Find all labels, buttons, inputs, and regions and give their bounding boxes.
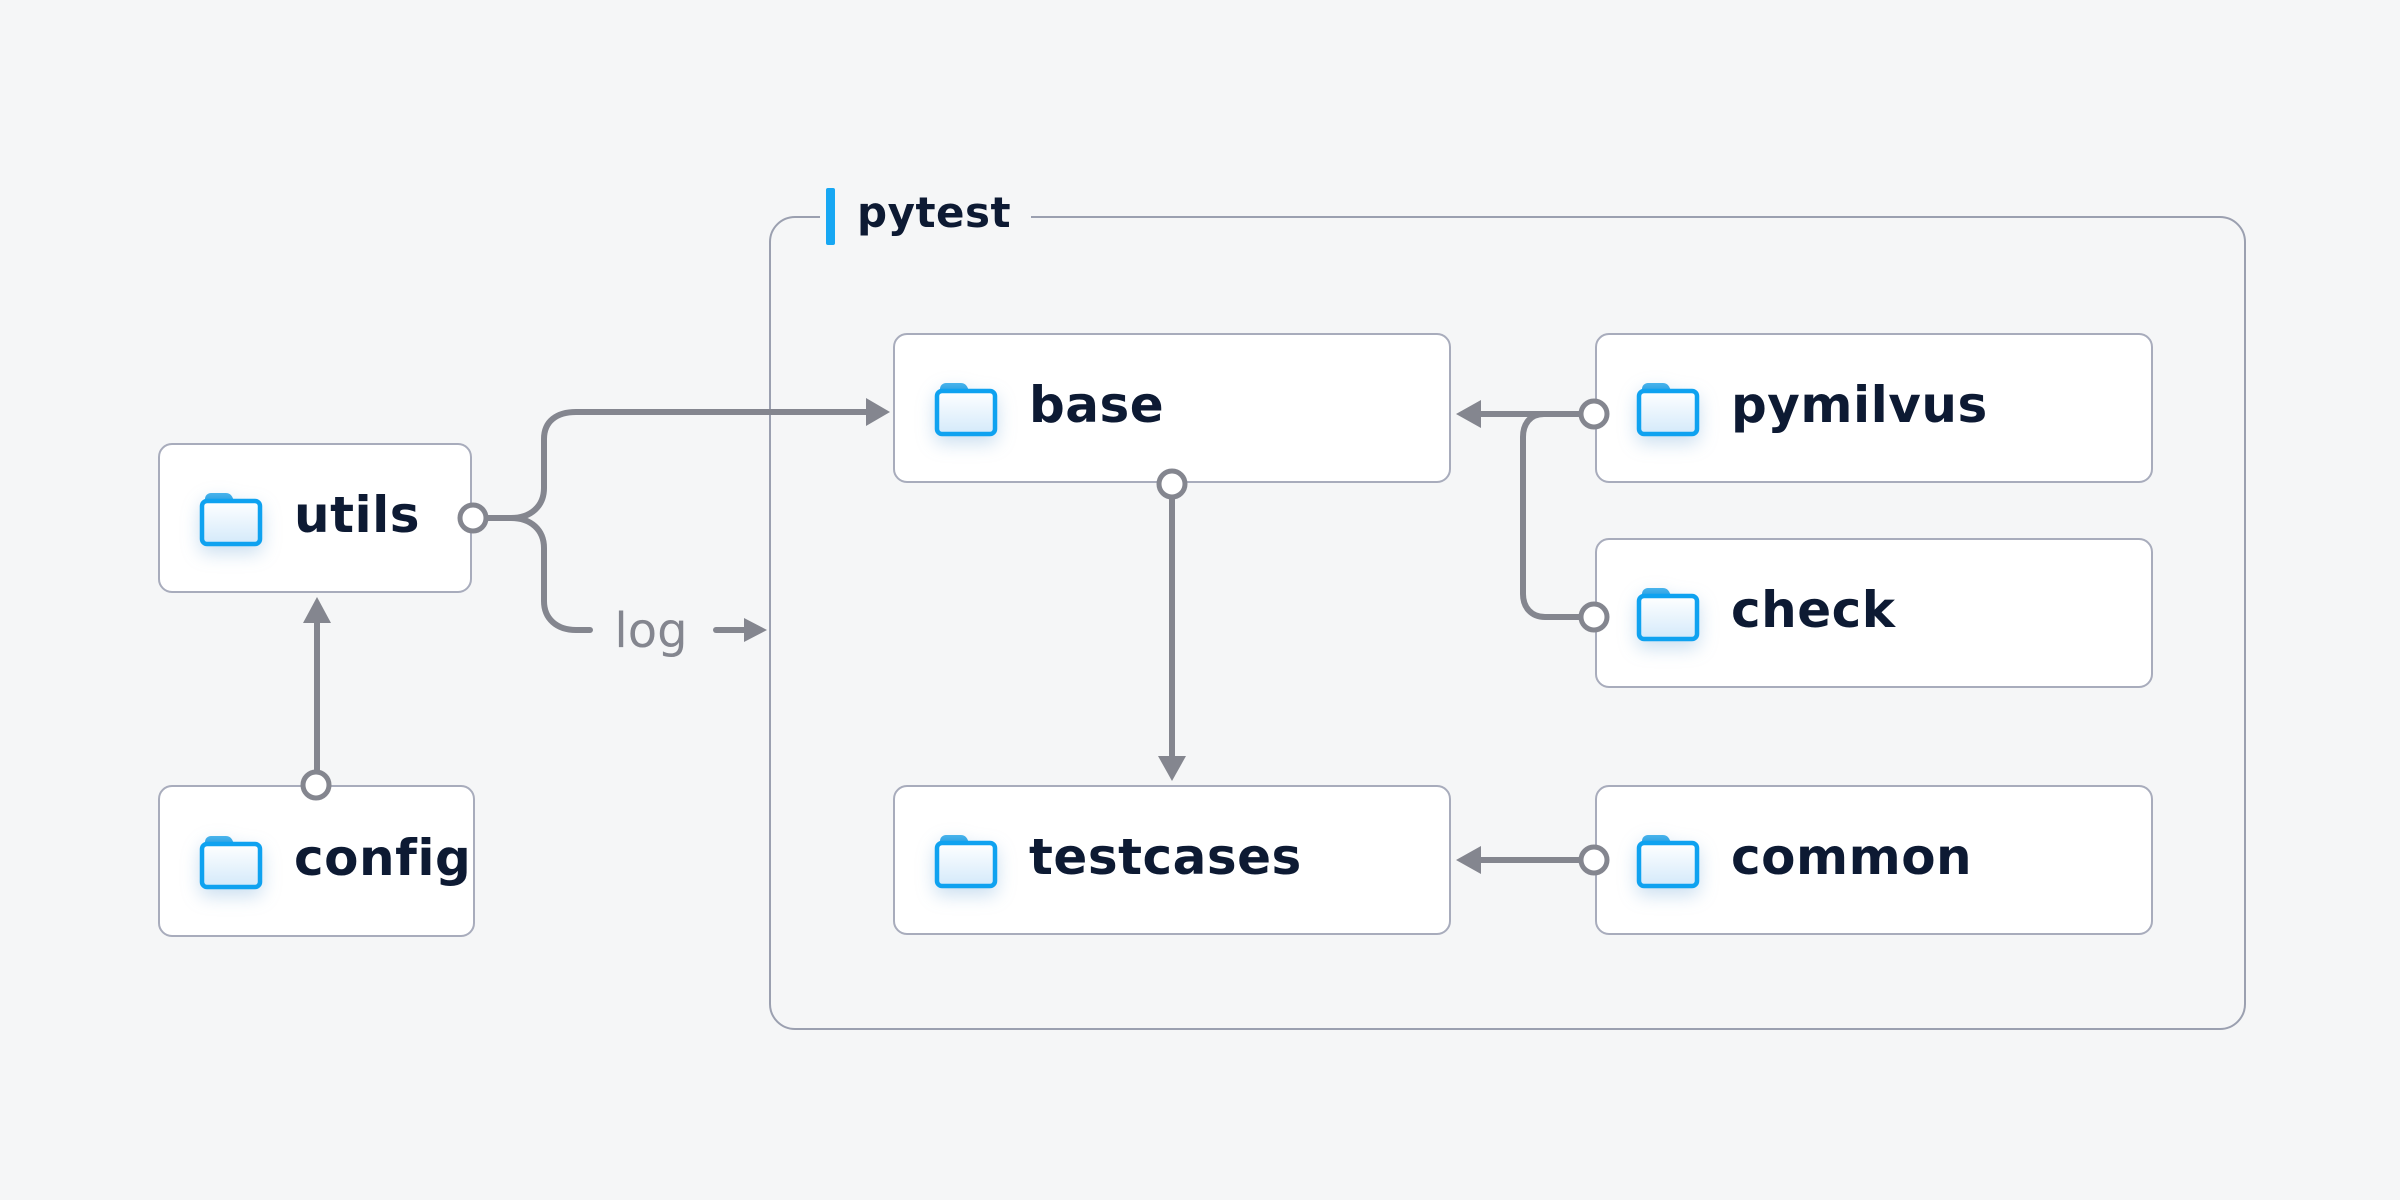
accent-bar (826, 187, 835, 245)
folder-icon (198, 832, 264, 890)
node-check: check (1595, 538, 2153, 688)
edge-label-log: log (614, 603, 688, 659)
node-label: common (1731, 828, 1973, 886)
node-label: testcases (1029, 828, 1302, 886)
node-common: common (1595, 785, 2153, 935)
pytest-group-label: pytest (820, 186, 1032, 246)
pytest-group-container (769, 216, 2246, 1030)
folder-icon (198, 489, 264, 547)
node-base: base (893, 333, 1451, 483)
pytest-group-title: pytest (857, 188, 1012, 237)
node-pymilvus: pymilvus (1595, 333, 2153, 483)
folder-icon (1635, 379, 1701, 437)
node-label: utils (294, 486, 421, 544)
node-label: check (1731, 581, 1896, 639)
edge-config-to-utils (300, 597, 332, 801)
node-testcases: testcases (893, 785, 1451, 935)
folder-icon (933, 379, 999, 437)
node-label: pymilvus (1731, 376, 1988, 434)
node-utils: utils (158, 443, 472, 593)
node-config: config (158, 785, 475, 937)
folder-icon (933, 831, 999, 889)
node-label: base (1029, 376, 1165, 434)
folder-icon (1635, 831, 1701, 889)
folder-icon (1635, 584, 1701, 642)
node-label: config (294, 829, 472, 887)
